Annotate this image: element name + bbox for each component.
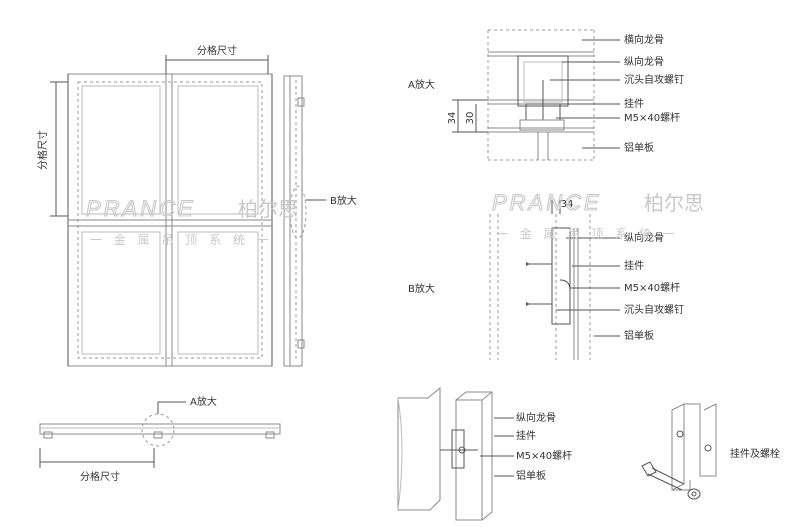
label-horizontal-keel: 横向龙骨 — [624, 33, 664, 46]
label-panel-a: 铝单板 — [624, 141, 654, 154]
label-hanger-b: 挂件 — [624, 259, 644, 272]
watermark-tagline-right: 一 金 属 吊 顶 系 统 一 — [496, 226, 679, 241]
label-panel-b: 铝单板 — [624, 329, 654, 342]
side-section — [283, 75, 326, 367]
label-vertical-keel-b: 纵向龙骨 — [624, 231, 664, 244]
label-bolt-3d: M5×40螺杆 — [516, 450, 572, 462]
dim-34-b: 34 — [561, 199, 574, 210]
watermark-tagline-left: 一 金 属 吊 顶 系 统 一 — [90, 232, 273, 247]
dim-34-a: 34 — [447, 112, 458, 125]
bottom-section — [39, 401, 281, 468]
watermark-brand-cn-left: 柏尔思 — [238, 197, 298, 221]
label-hanger-a: 挂件 — [624, 97, 644, 110]
label-panel-3d: 铝单板 — [516, 469, 546, 482]
label-countersunk-screw-a: 沉头自攻螺钉 — [624, 73, 684, 86]
front-elevation — [50, 55, 273, 367]
label-vertical-keel-3d: 纵向龙骨 — [516, 411, 556, 424]
grid-size-label-left: 分格尺寸 — [36, 130, 49, 170]
label-hanger-3d: 挂件 — [516, 429, 536, 442]
detail-b — [489, 200, 620, 360]
label-hanger-and-bolt: 挂件及螺栓 — [730, 447, 780, 460]
b-enlarge-title: B放大 — [408, 282, 435, 295]
label-bolt-b: M5×40螺杆 — [624, 282, 680, 294]
watermark-brand-left: PRANCE — [86, 196, 196, 221]
hanger-and-bolt-part — [641, 403, 717, 500]
label-vertical-keel-a: 纵向龙骨 — [624, 55, 664, 68]
label-bolt-a: M5×40螺杆 — [624, 112, 680, 124]
detail-a — [452, 29, 620, 161]
grid-size-label-bottom: 分格尺寸 — [80, 470, 120, 483]
label-countersunk-screw-b: 沉头自攻螺钉 — [624, 303, 684, 316]
a-enlarge-label-bottom: A放大 — [190, 395, 217, 408]
b-enlarge-label-side: B放大 — [330, 194, 357, 207]
dim-30-a: 30 — [465, 112, 476, 125]
a-enlarge-title: A放大 — [408, 78, 435, 91]
watermark-right: PRANCE 柏尔思 一 金 属 吊 顶 系 统 一 — [491, 189, 704, 241]
grid-size-label-top: 分格尺寸 — [197, 44, 237, 57]
watermark-brand-right: PRANCE — [492, 190, 602, 215]
watermark-left: PRANCE 柏尔思 一 金 属 吊 顶 系 统 一 — [85, 195, 298, 247]
assembly-3d — [397, 386, 514, 521]
watermark-brand-cn-right: 柏尔思 — [644, 191, 704, 215]
